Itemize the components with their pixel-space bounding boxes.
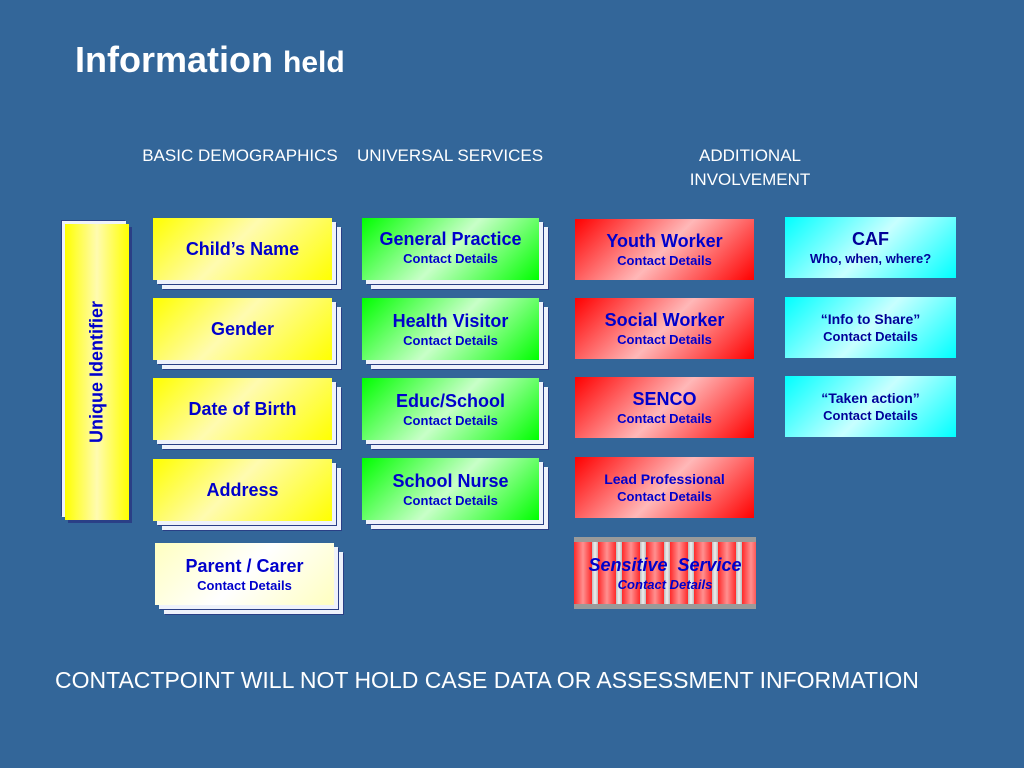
caf-taken-action: “Taken action” Contact Details (785, 376, 956, 437)
demographic-label: Date of Birth (188, 399, 297, 419)
header-basic-demographics: BASIC DEMOGRAPHICS (142, 146, 338, 165)
demographic-gender: Gender (153, 298, 332, 360)
additional-sub: Contact Details (617, 411, 712, 426)
demographic-childs-name: Child’s Name (153, 218, 332, 280)
sensitive-service-bars (574, 542, 756, 604)
caf-box: CAF Who, when, where? (785, 217, 956, 278)
unique-identifier-box: Unique Identifier (65, 224, 129, 520)
universal-sub: Contact Details (403, 492, 498, 508)
universal-sub: Contact Details (403, 412, 498, 428)
additional-label: Lead Professional (604, 471, 725, 487)
caf-sub: Contact Details (823, 407, 918, 423)
demographic-parent-carer: Parent / Carer Contact Details (155, 543, 334, 605)
universal-label: Health Visitor (392, 310, 509, 331)
sensitive-service-box: Sensitive Service Contact Details (574, 537, 756, 609)
header-additional-involvement: ADDITIONAL INVOLVEMENT (689, 146, 811, 189)
additional-lead-professional: Lead Professional Contact Details (575, 457, 754, 518)
title-small: held (283, 46, 345, 79)
additional-youth-worker: Youth Worker Contact Details (575, 219, 754, 280)
caf-label: CAF (852, 229, 889, 249)
sensitive-label: Sensitive Service (588, 554, 742, 575)
universal-label: Educ/School (395, 390, 505, 411)
additional-label: SENCO (632, 389, 697, 409)
universal-educ-school: Educ/School Contact Details (362, 378, 539, 440)
caf-label: “Info to Share” (820, 310, 921, 327)
caf-info-to-share: “Info to Share” Contact Details (785, 297, 956, 358)
universal-health-visitor: Health Visitor Contact Details (362, 298, 539, 360)
universal-sub: Contact Details (403, 251, 498, 266)
footer-note: CONTACTPOINT WILL NOT HOLD CASE DATA OR … (55, 667, 919, 693)
header-universal-services: UNIVERSAL SERVICES (356, 146, 544, 165)
universal-label: General Practice (379, 229, 522, 249)
additional-sub: Contact Details (617, 332, 712, 347)
additional-sub: Contact Details (617, 489, 712, 504)
additional-sub: Contact Details (617, 253, 712, 268)
universal-sub: Contact Details (403, 332, 498, 348)
demographic-label: Parent / Carer (185, 555, 304, 576)
sensitive-service-text: Sensitive Service Contact Details (574, 542, 756, 604)
demographic-address: Address (153, 459, 332, 521)
universal-label: School Nurse (392, 470, 509, 491)
demographic-sub: Contact Details (197, 577, 292, 593)
additional-label: Social Worker (604, 310, 725, 330)
demographic-label: Child’s Name (185, 239, 300, 259)
caf-sub: Contact Details (823, 328, 918, 344)
demographic-label: Address (206, 480, 279, 500)
additional-senco: SENCO Contact Details (575, 377, 754, 438)
caf-sub: Who, when, where? (809, 251, 932, 266)
caf-label: “Taken action” (821, 389, 920, 406)
additional-social-worker: Social Worker Contact Details (575, 298, 754, 359)
title-main: Information (75, 39, 273, 80)
unique-identifier-label: Unique Identifier (86, 300, 107, 444)
additional-label: Youth Worker (606, 231, 723, 251)
page-title: Information held (75, 42, 345, 78)
universal-general-practice: General Practice Contact Details (362, 218, 539, 280)
sensitive-sub: Contact Details (617, 576, 713, 592)
universal-school-nurse: School Nurse Contact Details (362, 458, 539, 520)
demographic-date-of-birth: Date of Birth (153, 378, 332, 440)
demographic-label: Gender (210, 319, 275, 339)
